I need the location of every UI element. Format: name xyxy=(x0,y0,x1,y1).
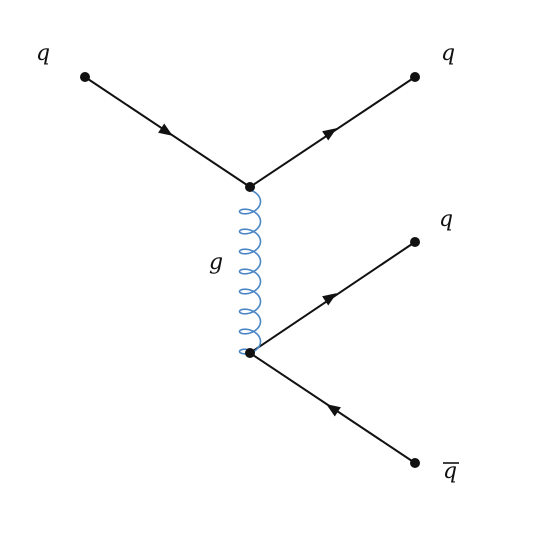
label-outgoing-antiquark: q xyxy=(443,459,457,484)
label-incoming-quark: q xyxy=(36,41,50,66)
endpoint-incoming-quark xyxy=(80,72,90,82)
incoming-quark-arrow xyxy=(158,123,173,136)
endpoint-outgoing-quark-top xyxy=(410,72,420,82)
endpoint-outgoing-quark-mid xyxy=(410,237,420,247)
label-outgoing-quark-top: q xyxy=(441,41,455,66)
outgoing-antiquark-arrow xyxy=(326,404,341,417)
label-outgoing-quark-mid: q xyxy=(439,207,453,232)
label-gluon: g xyxy=(209,250,223,275)
outgoing-quark-mid-arrow xyxy=(322,293,337,306)
gluon-propagator xyxy=(238,189,262,355)
vertex-upper xyxy=(245,182,255,192)
outgoing-quark-top-arrow xyxy=(322,128,337,141)
endpoint-outgoing-antiquark xyxy=(410,458,420,468)
vertex-lower xyxy=(245,348,255,358)
